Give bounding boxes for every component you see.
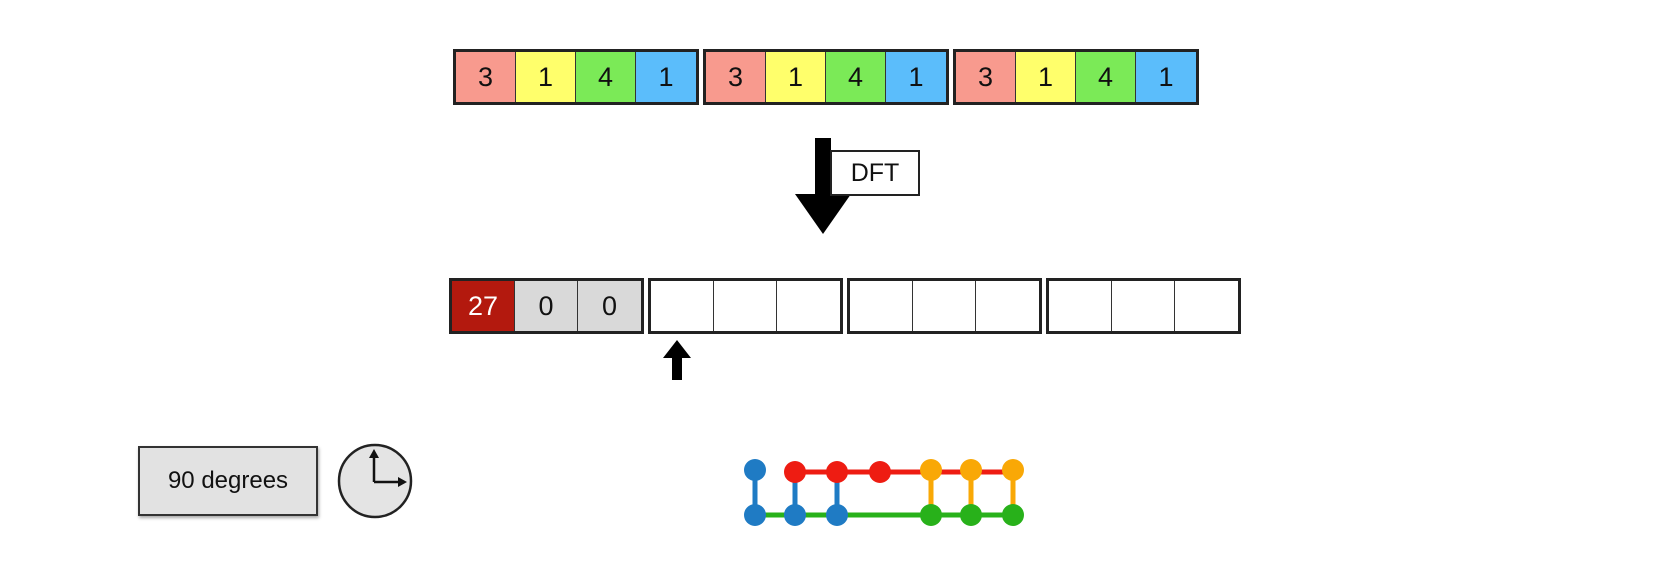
output-cell-empty (714, 281, 777, 331)
qubit-connection-graph-icon (744, 459, 1024, 526)
input-cell: 3 (956, 52, 1016, 102)
input-cell: 1 (1016, 52, 1076, 102)
input-cell: 3 (706, 52, 766, 102)
graph-nodes (744, 459, 1024, 526)
output-cell-empty (1112, 281, 1175, 331)
input-cell: 4 (826, 52, 886, 102)
output-group (847, 278, 1042, 334)
rotation-angle-box: 90 degrees (138, 446, 318, 516)
input-cell: 1 (886, 52, 946, 102)
dft-label-box: DFT (830, 150, 920, 196)
input-cell: 4 (1076, 52, 1136, 102)
down-arrow-icon (795, 138, 851, 234)
input-cell: 1 (766, 52, 826, 102)
output-cell-empty (976, 281, 1039, 331)
input-cell: 1 (516, 52, 576, 102)
output-group (1046, 278, 1241, 334)
output-cell-empty (1049, 281, 1112, 331)
output-cell-empty (651, 281, 714, 331)
input-cell: 4 (576, 52, 636, 102)
dft-label: DFT (850, 158, 900, 187)
output-group (648, 278, 843, 334)
input-cell: 1 (636, 52, 696, 102)
input-cell: 3 (456, 52, 516, 102)
clock-quarter-turn-icon (337, 443, 413, 519)
output-cell-empty (1175, 281, 1238, 331)
output-cell-empty (777, 281, 840, 331)
up-arrow-icon (663, 340, 691, 380)
output-cell-filled: 0 (515, 281, 578, 331)
output-cell-filled: 0 (578, 281, 641, 331)
output-cell-empty (850, 281, 913, 331)
input-cell: 1 (1136, 52, 1196, 102)
output-cell-filled: 27 (452, 281, 515, 331)
output-cell-empty (913, 281, 976, 331)
rotation-angle-label: 90 degrees (167, 467, 289, 494)
